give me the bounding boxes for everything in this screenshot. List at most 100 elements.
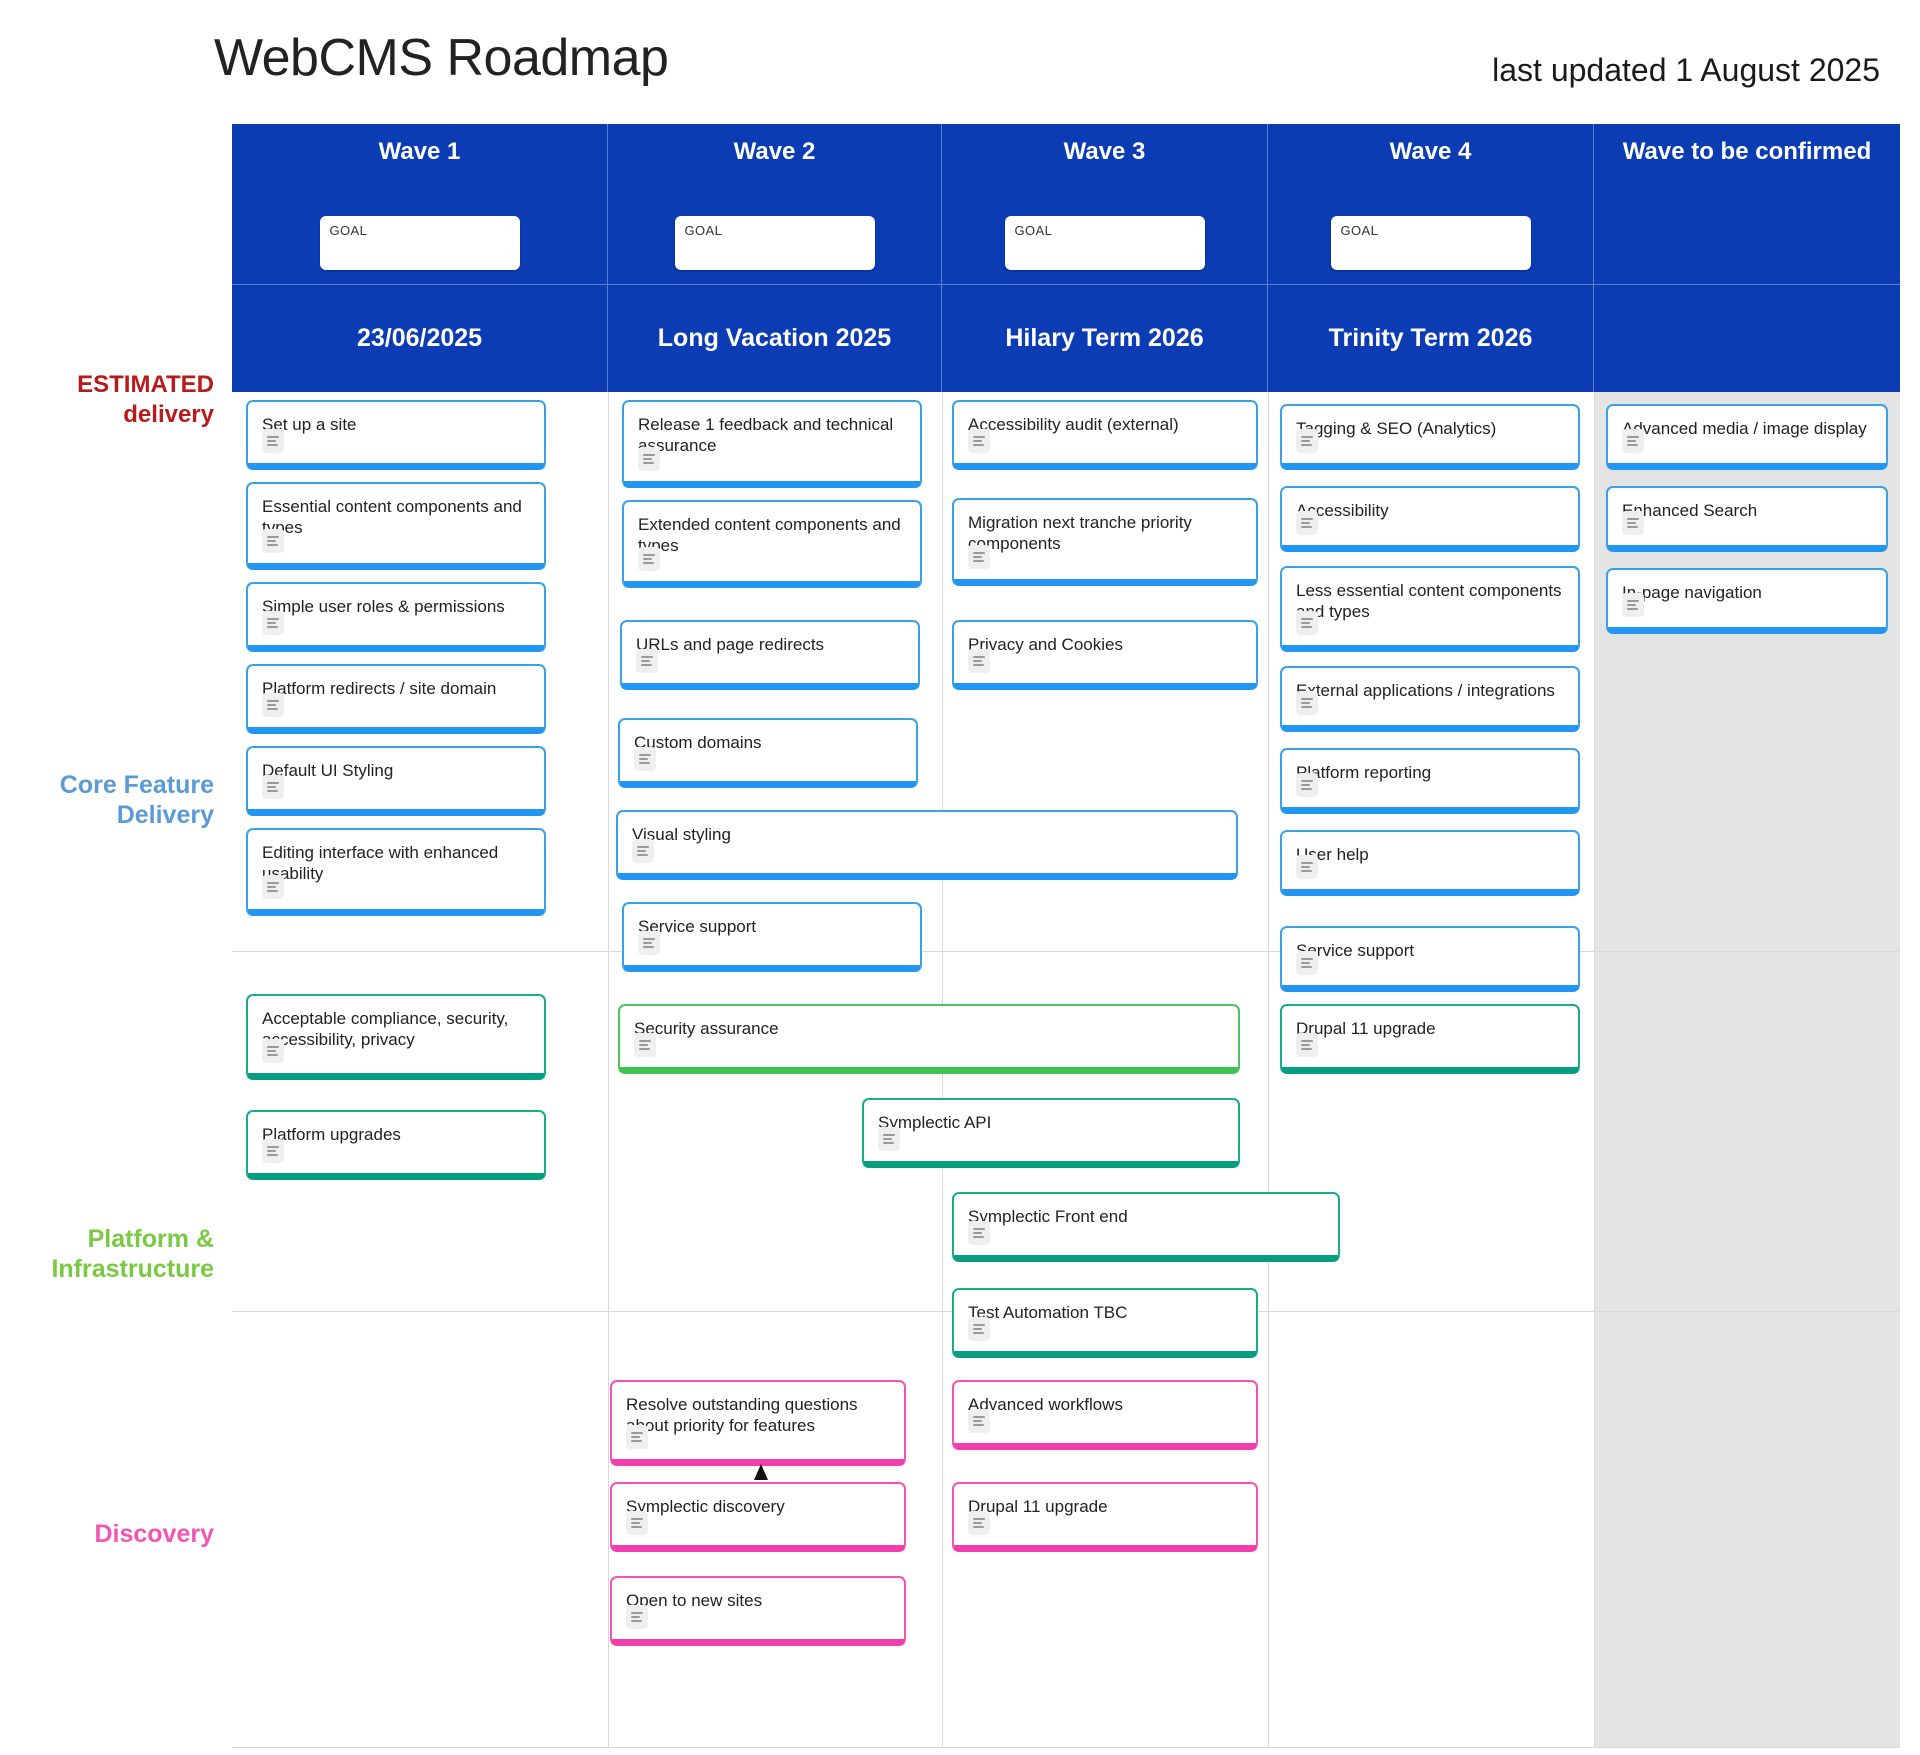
description-icon [638,931,660,955]
platform-line-2: Infrastructure [51,1255,214,1283]
description-icon [634,1033,656,1057]
description-icon [1622,593,1644,617]
card-platform-acceptable-compliance[interactable]: Acceptable compliance, security, accessi… [246,994,546,1080]
description-icon [968,1221,990,1245]
description-icon [638,447,660,471]
term-text: 23/06/2025 [356,324,483,352]
description-icon [636,649,658,673]
card-label: Tagging & SEO (Analytics) [1296,419,1497,438]
card-platform-drupal-11-upgrade[interactable]: Drupal 11 upgrade [1280,1004,1580,1074]
card-label: In-page navigation [1622,583,1762,602]
card-label: Less essential content components and ty… [1296,581,1562,621]
card-label: Platform reporting [1296,763,1432,782]
card-platform-security-assurance[interactable]: Security assurance [618,1004,1240,1074]
term-text: Long Vacation 2025 [657,324,892,352]
row-label-platform-infrastructure: Platform & Infrastructure [0,1224,214,1284]
last-updated-text: last updated 1 August 2025 [1492,52,1880,88]
goal-label: GOAL [329,223,368,238]
card-core-visual-styling[interactable]: Visual styling [616,810,1238,880]
card-core-platform-redirects[interactable]: Platform redirects / site domain [246,664,546,734]
wave-title: Wave to be confirmed [1622,138,1872,165]
card-discovery-advanced-workflows[interactable]: Advanced workflows [952,1380,1258,1450]
card-core-urls-and-page-redirects[interactable]: URLs and page redirects [620,620,920,690]
page-title: WebCMS Roadmap [214,29,669,87]
card-core-enhanced-search[interactable]: Enhanced Search [1606,486,1888,552]
goal-label: GOAL [684,223,723,238]
card-label: Release 1 feedback and technical assuran… [638,415,894,455]
wave-title: Wave 3 [1063,138,1146,165]
card-label: Resolve outstanding questions about prio… [626,1395,858,1435]
card-core-essential-content-components[interactable]: Essential content components and types [246,482,546,570]
wave-title: Wave 2 [733,138,816,165]
card-core-service-support-wave2[interactable]: Service support [622,902,922,972]
goal-card-wave-1[interactable]: GOAL [319,216,520,270]
column-header-wave-4: Wave 4 GOAL [1268,124,1594,284]
term-text: Trinity Term 2026 [1328,324,1533,352]
card-core-set-up-a-site[interactable]: Set up a site [246,400,546,470]
card-core-tagging-seo[interactable]: Tagging & SEO (Analytics) [1280,404,1580,470]
card-core-privacy-and-cookies[interactable]: Privacy and Cookies [952,620,1258,690]
description-icon [262,1039,284,1063]
card-discovery-drupal-11-upgrade[interactable]: Drupal 11 upgrade [952,1482,1258,1552]
card-core-in-page-navigation[interactable]: In-page navigation [1606,568,1888,634]
card-platform-test-automation-tbc[interactable]: Test Automation TBC [952,1288,1258,1358]
card-discovery-resolve-outstanding-questions[interactable]: Resolve outstanding questions about prio… [610,1380,906,1466]
card-label: Service support [1296,941,1415,960]
goal-card-wave-4[interactable]: GOAL [1330,216,1531,270]
description-icon [968,1409,990,1433]
card-discovery-symplectic-discovery[interactable]: Symplectic discovery [610,1482,906,1552]
description-icon [262,529,284,553]
card-core-extended-content-components[interactable]: Extended content components and types [622,500,922,588]
description-icon [878,1127,900,1151]
card-core-migration-next-tranche[interactable]: Migration next tranche priority componen… [952,498,1258,586]
row-label-core-feature-delivery: Core Feature Delivery [0,770,214,830]
card-core-release-1-feedback[interactable]: Release 1 feedback and technical assuran… [622,400,922,488]
card-label: User help [1296,845,1369,864]
card-platform-symplectic-api[interactable]: Symplectic API [862,1098,1240,1168]
description-icon [1296,691,1318,715]
card-label: Custom domains [634,733,762,752]
card-label: Essential content components and types [262,497,522,537]
term-cell-wave-2: Long Vacation 2025 [608,284,942,392]
card-core-service-support-wave4[interactable]: Service support [1280,926,1580,992]
goal-card-wave-2[interactable]: GOAL [674,216,875,270]
card-core-less-essential-content[interactable]: Less essential content components and ty… [1280,566,1580,652]
card-label: Platform upgrades [262,1125,401,1144]
card-core-simple-user-roles[interactable]: Simple user roles & permissions [246,582,546,652]
lane-discovery [232,1312,1900,1748]
card-core-editing-interface[interactable]: Editing interface with enhanced usabilit… [246,828,546,916]
card-discovery-open-to-new-sites[interactable]: Open to new sites [610,1576,906,1646]
description-icon [968,1317,990,1341]
column-header-wave-3: Wave 3 GOAL [942,124,1268,284]
row-label-column: ESTIMATED delivery Core Feature Delivery… [0,124,232,1748]
description-icon [626,1605,648,1629]
card-core-user-help[interactable]: User help [1280,830,1580,896]
goal-card-wave-3[interactable]: GOAL [1004,216,1205,270]
title-bar: WebCMS Roadmap last updated 1 August 202… [0,0,1920,118]
card-core-external-applications[interactable]: External applications / integrations [1280,666,1580,732]
card-label: Set up a site [262,415,357,434]
card-label: Acceptable compliance, security, accessi… [262,1009,509,1049]
description-icon [638,547,660,571]
card-core-advanced-media[interactable]: Advanced media / image display [1606,404,1888,470]
card-label: Symplectic Front end [968,1207,1128,1226]
description-icon [968,649,990,673]
description-icon [968,545,990,569]
description-icon [1296,773,1318,797]
description-icon [1296,511,1318,535]
card-core-custom-domains[interactable]: Custom domains [618,718,918,788]
lane-core-feature-delivery [232,392,1900,952]
card-label: Security assurance [634,1019,779,1038]
card-core-default-ui-styling[interactable]: Default UI Styling [246,746,546,816]
card-core-platform-reporting[interactable]: Platform reporting [1280,748,1580,814]
card-core-accessibility[interactable]: Accessibility [1280,486,1580,552]
term-text: Hilary Term 2026 [1005,324,1204,352]
estimated-line-1: ESTIMATED [77,371,214,398]
card-label: Extended content components and types [638,515,901,555]
card-label: Editing interface with enhanced usabilit… [262,843,499,883]
card-platform-symplectic-front-end[interactable]: Symplectic Front end [952,1192,1340,1262]
platform-line-1: Platform & [87,1225,214,1253]
description-icon [1296,951,1318,975]
card-core-accessibility-audit[interactable]: Accessibility audit (external) [952,400,1258,470]
card-platform-platform-upgrades[interactable]: Platform upgrades [246,1110,546,1180]
